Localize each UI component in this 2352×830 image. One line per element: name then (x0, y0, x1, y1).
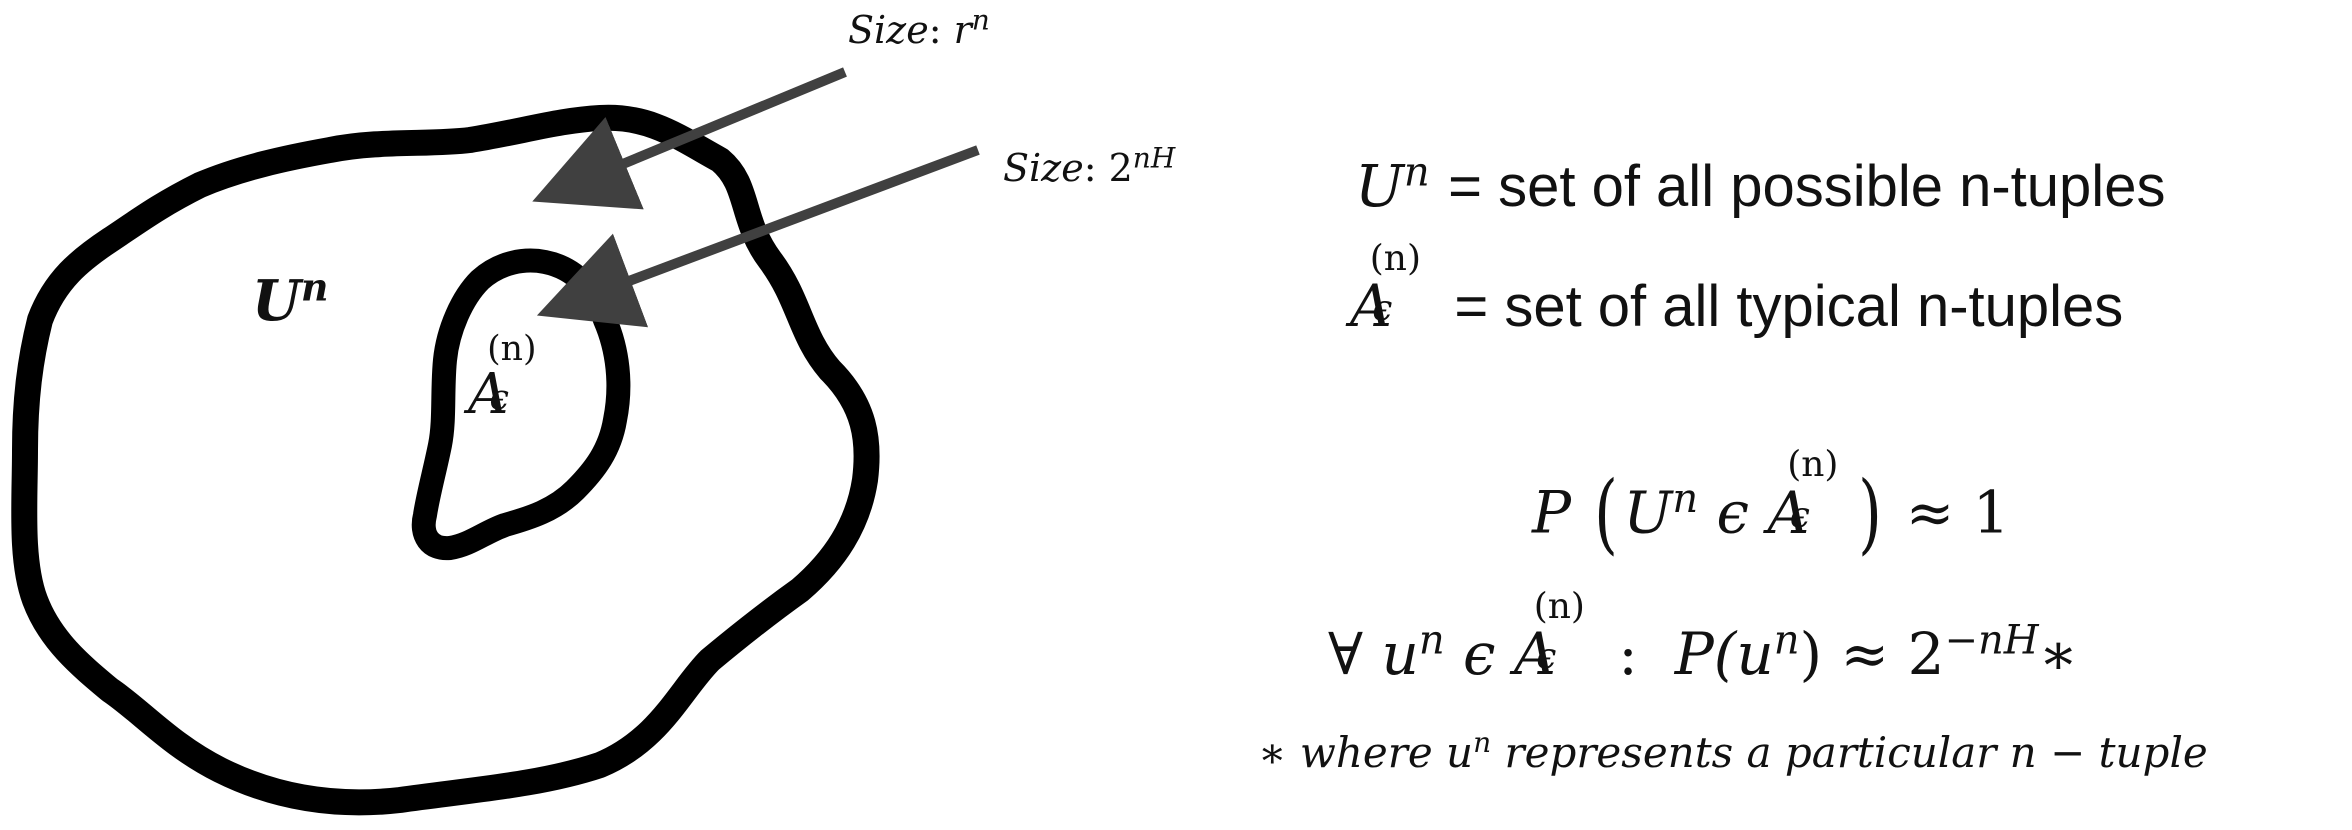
inner-set-symbol: A (468, 362, 509, 427)
arrow-size-outer (532, 67, 847, 210)
size-outer-label: Size: rn (848, 3, 990, 52)
equation-universe-definition: Un = set of all possible n-tuples (1355, 149, 2166, 220)
equation-typical-probability: ∀ un ϵ A (n) ϵ : P(un) ≈ 2−nH∗ (1328, 585, 2079, 688)
inner-set-boundary (411, 248, 631, 561)
arrow-size-inner (536, 145, 980, 328)
equation-typical-set-definition: A (n) ϵ = set of all typical n-tuples (1350, 237, 2124, 340)
outer-set-label: Un (252, 268, 328, 334)
size-inner-label: Size: 2nH (1003, 141, 1176, 190)
inner-set-sub: ϵ (489, 377, 509, 418)
inner-set-label: A (n) ϵ (468, 329, 537, 427)
outer-set-symbol: U (252, 268, 301, 334)
equation-probability-typical: P (Un ϵ A (n) ϵ ) ≈ 1 (1532, 444, 2010, 564)
outer-set-boundary (11, 104, 880, 816)
footnote: ∗ where un represents a particular n − t… (1258, 726, 2208, 777)
outer-set-sup: n (300, 264, 329, 310)
inner-set-sup: (n) (487, 329, 537, 370)
